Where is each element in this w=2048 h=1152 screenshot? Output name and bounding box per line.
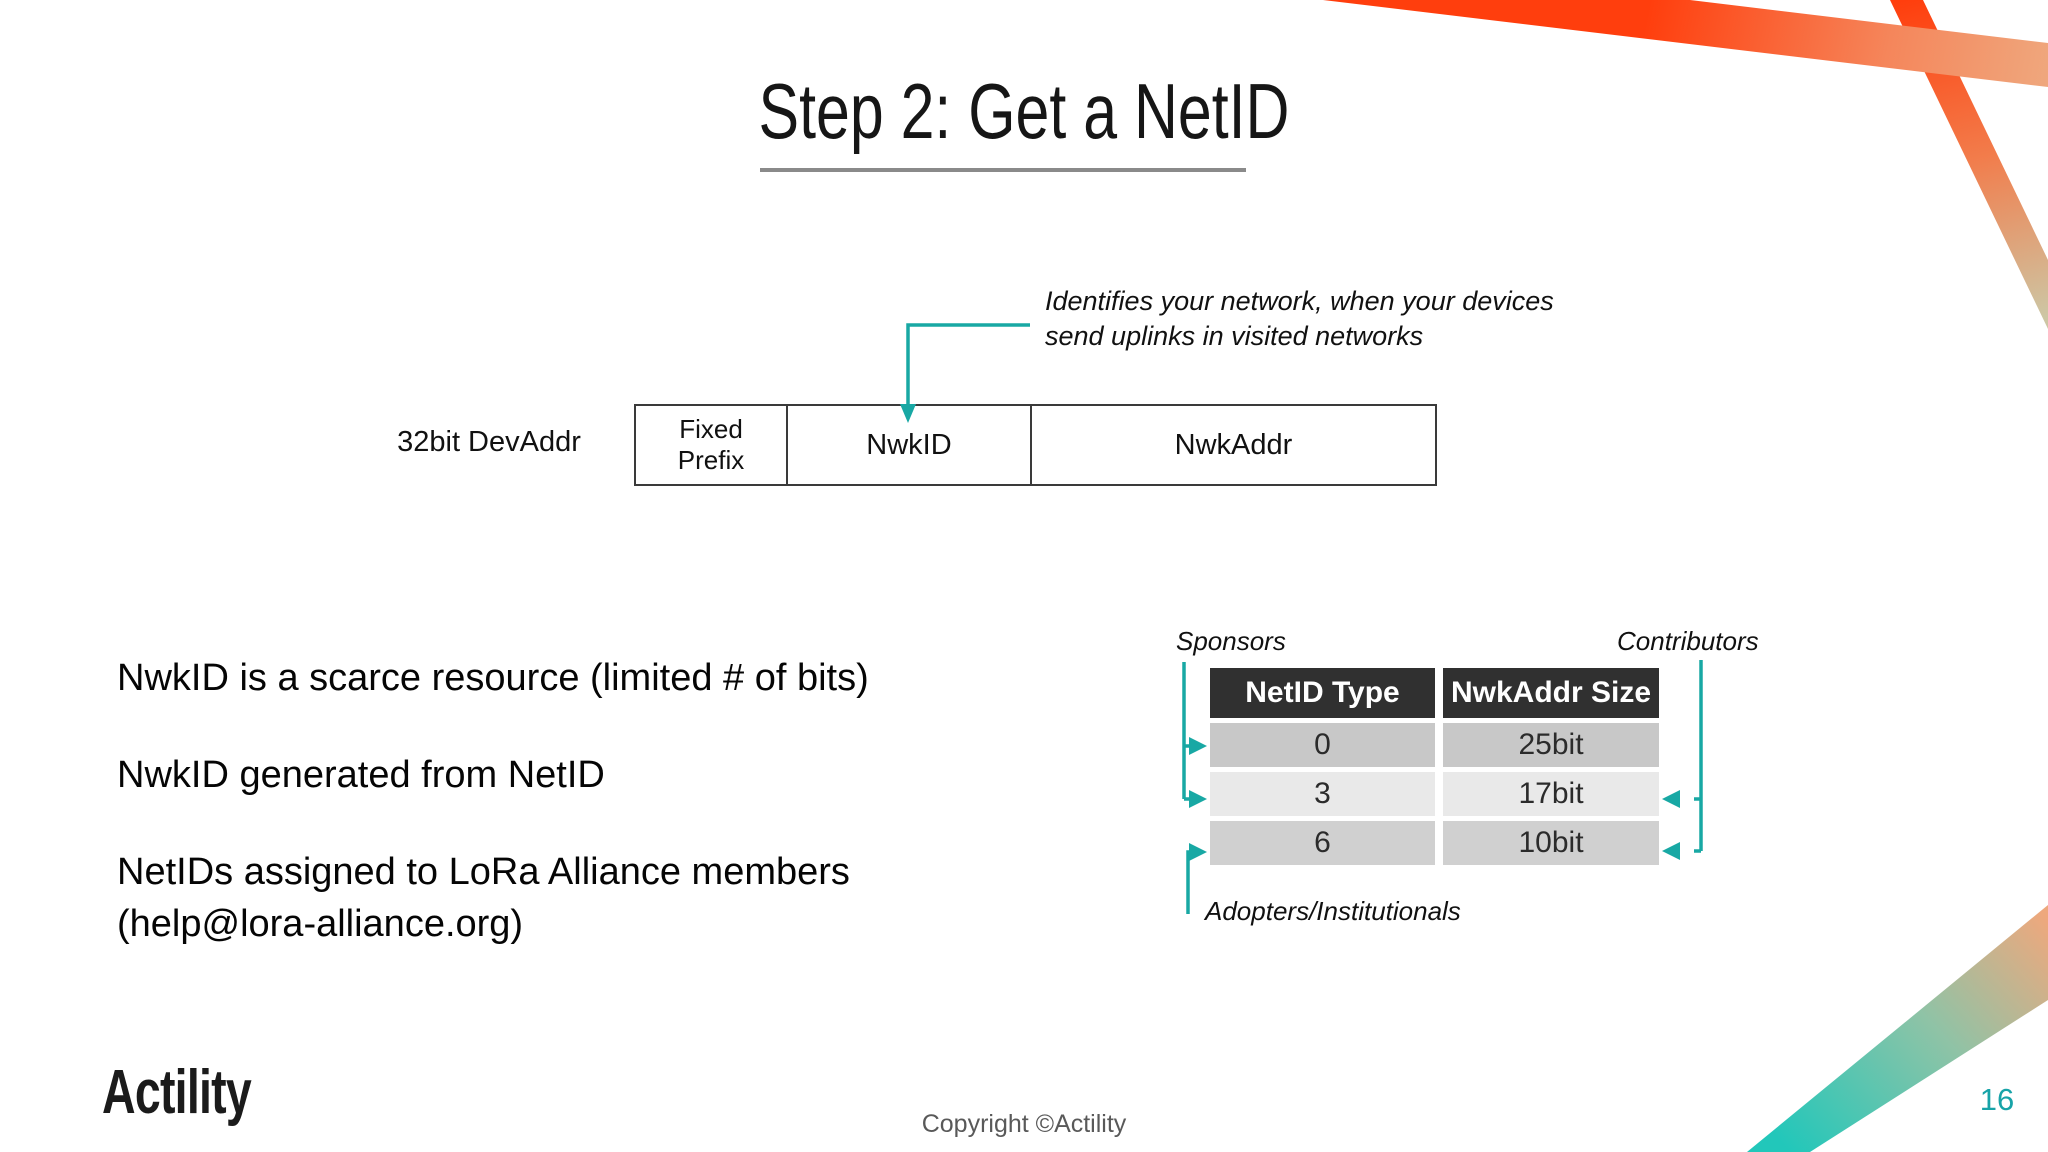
adopters-arrowhead-row2: [1189, 843, 1207, 861]
contributors-arrowhead-row1: [1662, 790, 1680, 808]
page-number: 16: [1979, 1082, 2015, 1117]
table-cell-type-0: 0: [1210, 723, 1435, 767]
devaddr-segment-nwkaddr: NwkAddr: [1174, 428, 1293, 461]
slide-title: Step 2: Get a NetID: [758, 67, 1290, 155]
table-header-netid-type: NetID Type: [1210, 668, 1435, 718]
sponsors-arrow-line: [1182, 662, 1191, 801]
adopters-arrow-line: [1186, 850, 1191, 914]
table-cell-type-3: 3: [1210, 772, 1435, 816]
title-underline: [760, 168, 1246, 172]
table-row: 3 17bit: [1210, 772, 1659, 816]
callout-sponsors: Sponsors: [1176, 626, 1286, 656]
table-cell-type-6: 6: [1210, 821, 1435, 865]
contributors-arrow-line: [1694, 660, 1703, 853]
contributors-arrowhead-row2: [1662, 842, 1680, 860]
table-row: 0 25bit: [1210, 723, 1659, 767]
sponsors-arrowhead-row1: [1189, 790, 1207, 808]
nwkid-annotation: Identifies your network, when your devic…: [1045, 286, 1554, 351]
table-header-row: NetID Type NwkAddr Size: [1210, 668, 1659, 718]
devaddr-segment-fixed-prefix: Fixed Prefix: [636, 406, 788, 484]
bullet-generated-from-netid: NwkID generated from NetID: [117, 754, 605, 796]
devaddr-segment-nwkid: NwkID: [788, 406, 1032, 484]
callout-adopters: Adopters/Institutionals: [1205, 896, 1461, 926]
footer-copyright: Copyright ©Actility: [921, 1110, 1127, 1138]
callout-contributors: Contributors: [1617, 626, 1759, 656]
netid-table: NetID Type NwkAddr Size 0 25bit 3 17bit …: [1210, 668, 1659, 870]
actility-logo: Actility: [102, 1058, 252, 1127]
devaddr-box: Fixed Prefix NwkID NwkAddr: [634, 404, 1437, 486]
bullet-assigned-to-members: NetIDs assigned to LoRa Alliance members…: [117, 851, 850, 945]
table-cell-size-17bit: 17bit: [1443, 772, 1659, 816]
table-cell-size-25bit: 25bit: [1443, 723, 1659, 767]
table-row: 6 10bit: [1210, 821, 1659, 865]
table-header-nwkaddr-size: NwkAddr Size: [1443, 668, 1659, 718]
devaddr-label: 32bit DevAddr: [397, 426, 581, 458]
ribbon-top-steep: [1890, 0, 2048, 329]
table-cell-size-10bit: 10bit: [1443, 821, 1659, 865]
bullet-scarce-resource: NwkID is a scarce resource (limited # of…: [117, 657, 869, 699]
sponsors-arrowhead-row0: [1189, 737, 1207, 755]
annotation-arrow-line: [906, 323, 1030, 404]
